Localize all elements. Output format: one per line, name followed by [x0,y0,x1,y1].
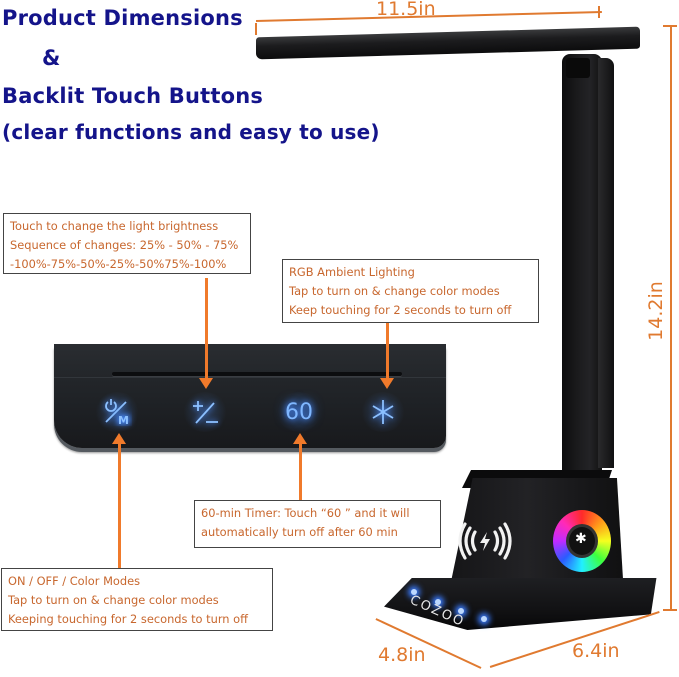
rgb-center-icon: ✱ [575,531,587,547]
timer-arrow-head [293,433,307,444]
callout-line: RGB Ambient Lighting [289,265,415,279]
rgb-callout: RGB Ambient Lighting Tap to turn on & ch… [282,259,539,323]
timer-callout: 60-min Timer: Touch “60 ” and it will au… [194,500,441,548]
rgb-arrow-line [386,322,389,378]
callout-line: automatically turn off after 60 min [201,525,398,539]
title-backlit-touch-buttons: Backlit Touch Buttons [2,84,264,108]
lamp-arm [562,54,602,474]
callout-line: Sequence of changes: 25% - 50% - 75% [10,238,239,252]
depth-dimension-label: 4.8in [378,644,426,666]
brightness-arrow-line [205,278,208,378]
power-mode-icon: M [105,399,129,426]
panel-slot [112,372,402,376]
title-product-dimensions: Product Dimensions [2,6,243,30]
touch-panel-closeup: M 60 [54,344,446,448]
rgb-ambient-light [553,510,611,572]
callout-line: Tap to turn on & change color modes [8,593,219,607]
power-callout: ON / OFF / Color Modes Tap to turn on & … [1,568,273,631]
base-led-brightness [435,599,441,605]
callout-line: Keeping touching for 2 seconds to turn o… [8,612,248,626]
panel-divider [54,377,446,378]
width-dimension-tick-right [598,6,600,18]
subtitle-clear-functions: (clear functions and easy to use) [2,120,380,144]
lamp-arm-edge [598,58,614,468]
brightness-button[interactable] [182,392,228,432]
width-dimension-label: 11.5in [376,0,436,20]
callout-line: ON / OFF / Color Modes [8,574,141,588]
rgb-arrow-head [380,378,394,389]
callout-line: Tap to turn on & change color modes [289,284,500,298]
base-led-power [411,589,417,595]
base-led-rgb [481,616,487,622]
base-led-timer [458,608,464,614]
callout-line: 60-min Timer: Touch “60 ” and it will [201,506,410,520]
callout-line: Keep touching for 2 seconds to turn off [289,303,512,317]
timer-button[interactable]: 60 [276,392,322,432]
height-dimension-label: 14.2in [644,281,667,341]
power-mode-button[interactable]: M [94,392,140,432]
height-dimension-tick-top [663,25,677,27]
callout-line: Touch to change the light brightness [10,219,219,233]
wireless-charging-icon [458,522,512,560]
power-arrow-line [118,443,121,569]
timer-arrow-line [299,443,302,501]
title-ampersand: & [42,46,61,70]
height-dimension-line [670,25,672,610]
power-arrow-head [112,433,126,444]
brightness-callout: Touch to change the light brightness Seq… [3,213,251,274]
callout-line: -100%-75%-50%-25%-50%75%-100% [10,257,227,271]
asterisk-icon [372,400,394,424]
brightness-arrow-head [199,378,213,389]
rgb-button[interactable] [360,392,406,432]
plus-minus-icon [193,401,218,424]
width-dimension-tick-left [255,23,257,35]
lamp-hinge [566,58,590,78]
base-width-dimension-label: 6.4in [572,640,620,662]
svg-text:M: M [118,414,129,426]
timer-label: 60 [285,399,313,425]
height-dimension-tick-bottom [663,609,677,611]
